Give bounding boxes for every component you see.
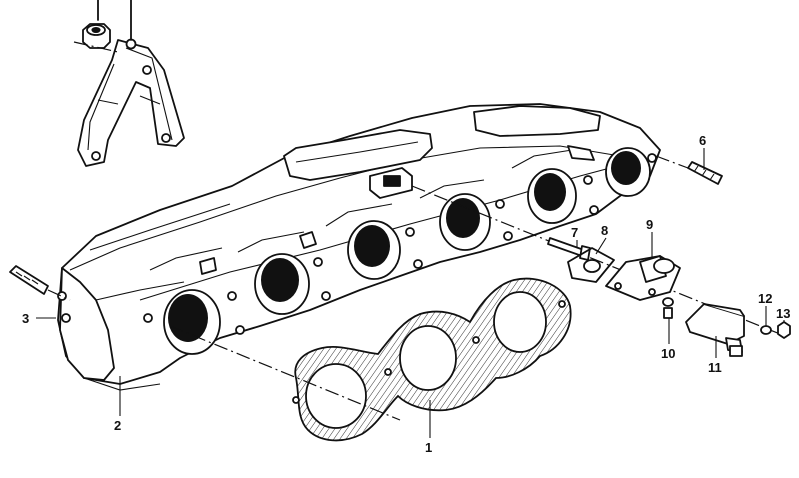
washer-10	[662, 297, 674, 319]
gasket-8	[567, 247, 615, 283]
callout-8: 8	[601, 223, 608, 238]
callout-1: 1	[425, 440, 432, 455]
valve-housing-9	[605, 255, 681, 301]
stud-right	[655, 155, 723, 185]
callout-2: 2	[114, 418, 121, 433]
bracket-nut	[73, 0, 119, 53]
nut-13	[777, 321, 791, 339]
callout-12: 12	[758, 291, 772, 306]
port-centerline	[169, 325, 401, 421]
callout-9: 9	[646, 217, 653, 232]
callout-13: 13	[776, 306, 790, 321]
idle-valve-11	[685, 303, 745, 357]
manifold-gasket	[292, 277, 572, 442]
callout-3: 3	[22, 311, 29, 326]
callout-10: 10	[661, 346, 675, 361]
leader-lines	[36, 148, 785, 438]
callout-6: 6	[699, 133, 706, 148]
support-bracket	[77, 0, 185, 167]
callout-7: 7	[571, 225, 578, 240]
stud-left	[9, 265, 71, 301]
screw-7	[547, 237, 591, 261]
intake-manifold	[57, 103, 661, 391]
washer-12	[760, 325, 772, 335]
callout-11: 11	[708, 360, 722, 375]
